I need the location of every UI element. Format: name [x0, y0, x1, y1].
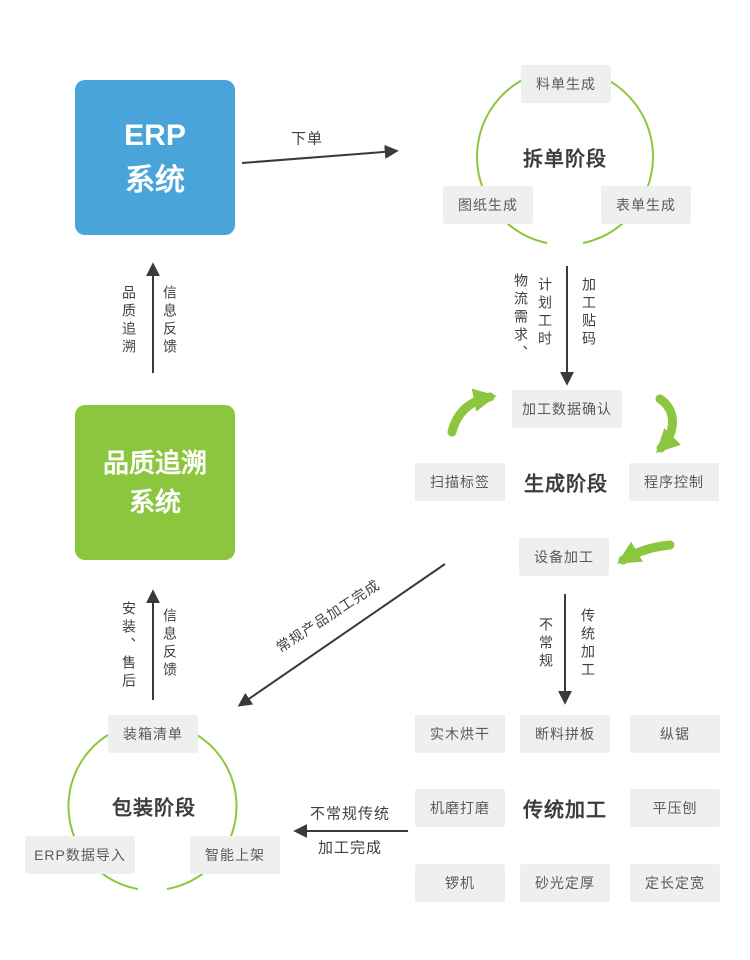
split-stage-title: 拆单阶段: [523, 148, 607, 171]
sanding-node: 砂光定厚: [520, 864, 610, 902]
rip-saw-node: 纵锯: [630, 715, 720, 753]
generate-stage-title: 生成阶段: [524, 473, 608, 496]
quality-system-line2: 系统: [128, 486, 181, 517]
scan-label-node: 扫描标签: [415, 463, 505, 501]
cycle-arrow-down: [655, 394, 681, 453]
quality-system-node: 品质追溯 系统: [75, 405, 235, 560]
quality-system-line1: 品质追溯: [102, 447, 207, 478]
arrow-regular-complete: [237, 563, 446, 707]
label-place-order: 下单: [290, 130, 324, 148]
label-traditional-process: 传统加工: [580, 608, 596, 680]
packing-list-node: 装箱清单: [108, 715, 198, 753]
planer-node: 平压刨: [630, 789, 720, 827]
label-info-feedback-bottom: 信息反馈: [162, 608, 178, 680]
label-irregular: 不常规: [538, 617, 554, 671]
data-confirm-node: 加工数据确认: [512, 390, 622, 428]
cycle-arrow-up: [447, 388, 497, 437]
traditional-stage-title: 传统加工: [523, 799, 607, 822]
label-install-aftersales: 安装、售后: [121, 601, 137, 691]
label-info-feedback-top: 信息反馈: [162, 285, 178, 357]
label-irregular-complete-2: 加工完成: [317, 839, 383, 857]
smart-shelving-node: 智能上架: [190, 836, 280, 874]
sizing-node: 定长定宽: [630, 864, 720, 902]
erp-system-line1: ERP: [124, 118, 186, 152]
label-irregular-complete-1: 不常规传统: [309, 805, 391, 823]
label-quality-trace: 品质追溯: [121, 285, 137, 357]
drawing-gen-node: 图纸生成: [443, 186, 533, 224]
program-control-node: 程序控制: [629, 463, 719, 501]
equipment-node: 设备加工: [519, 538, 609, 576]
form-gen-node: 表单生成: [601, 186, 691, 224]
cycle-arrow-left: [616, 540, 675, 565]
erp-system-node: ERP 系统: [75, 80, 235, 235]
cut-join-node: 断料拼板: [520, 715, 610, 753]
label-process-tagging: 加工贴码: [581, 277, 597, 349]
erp-import-node: ERP数据导入: [25, 836, 135, 874]
erp-system-line2: 系统: [125, 163, 185, 197]
grinding-node: 机磨打磨: [415, 789, 505, 827]
arrow-place-order: [241, 144, 399, 164]
material-list-node: 料单生成: [521, 65, 611, 103]
label-logistics-demand: 物流需求、: [513, 273, 529, 363]
packing-stage-title: 包装阶段: [112, 797, 196, 820]
wood-drying-node: 实木烘干: [415, 715, 505, 753]
router-node: 锣机: [415, 864, 505, 902]
label-planned-hours: 计划工时: [537, 277, 553, 349]
